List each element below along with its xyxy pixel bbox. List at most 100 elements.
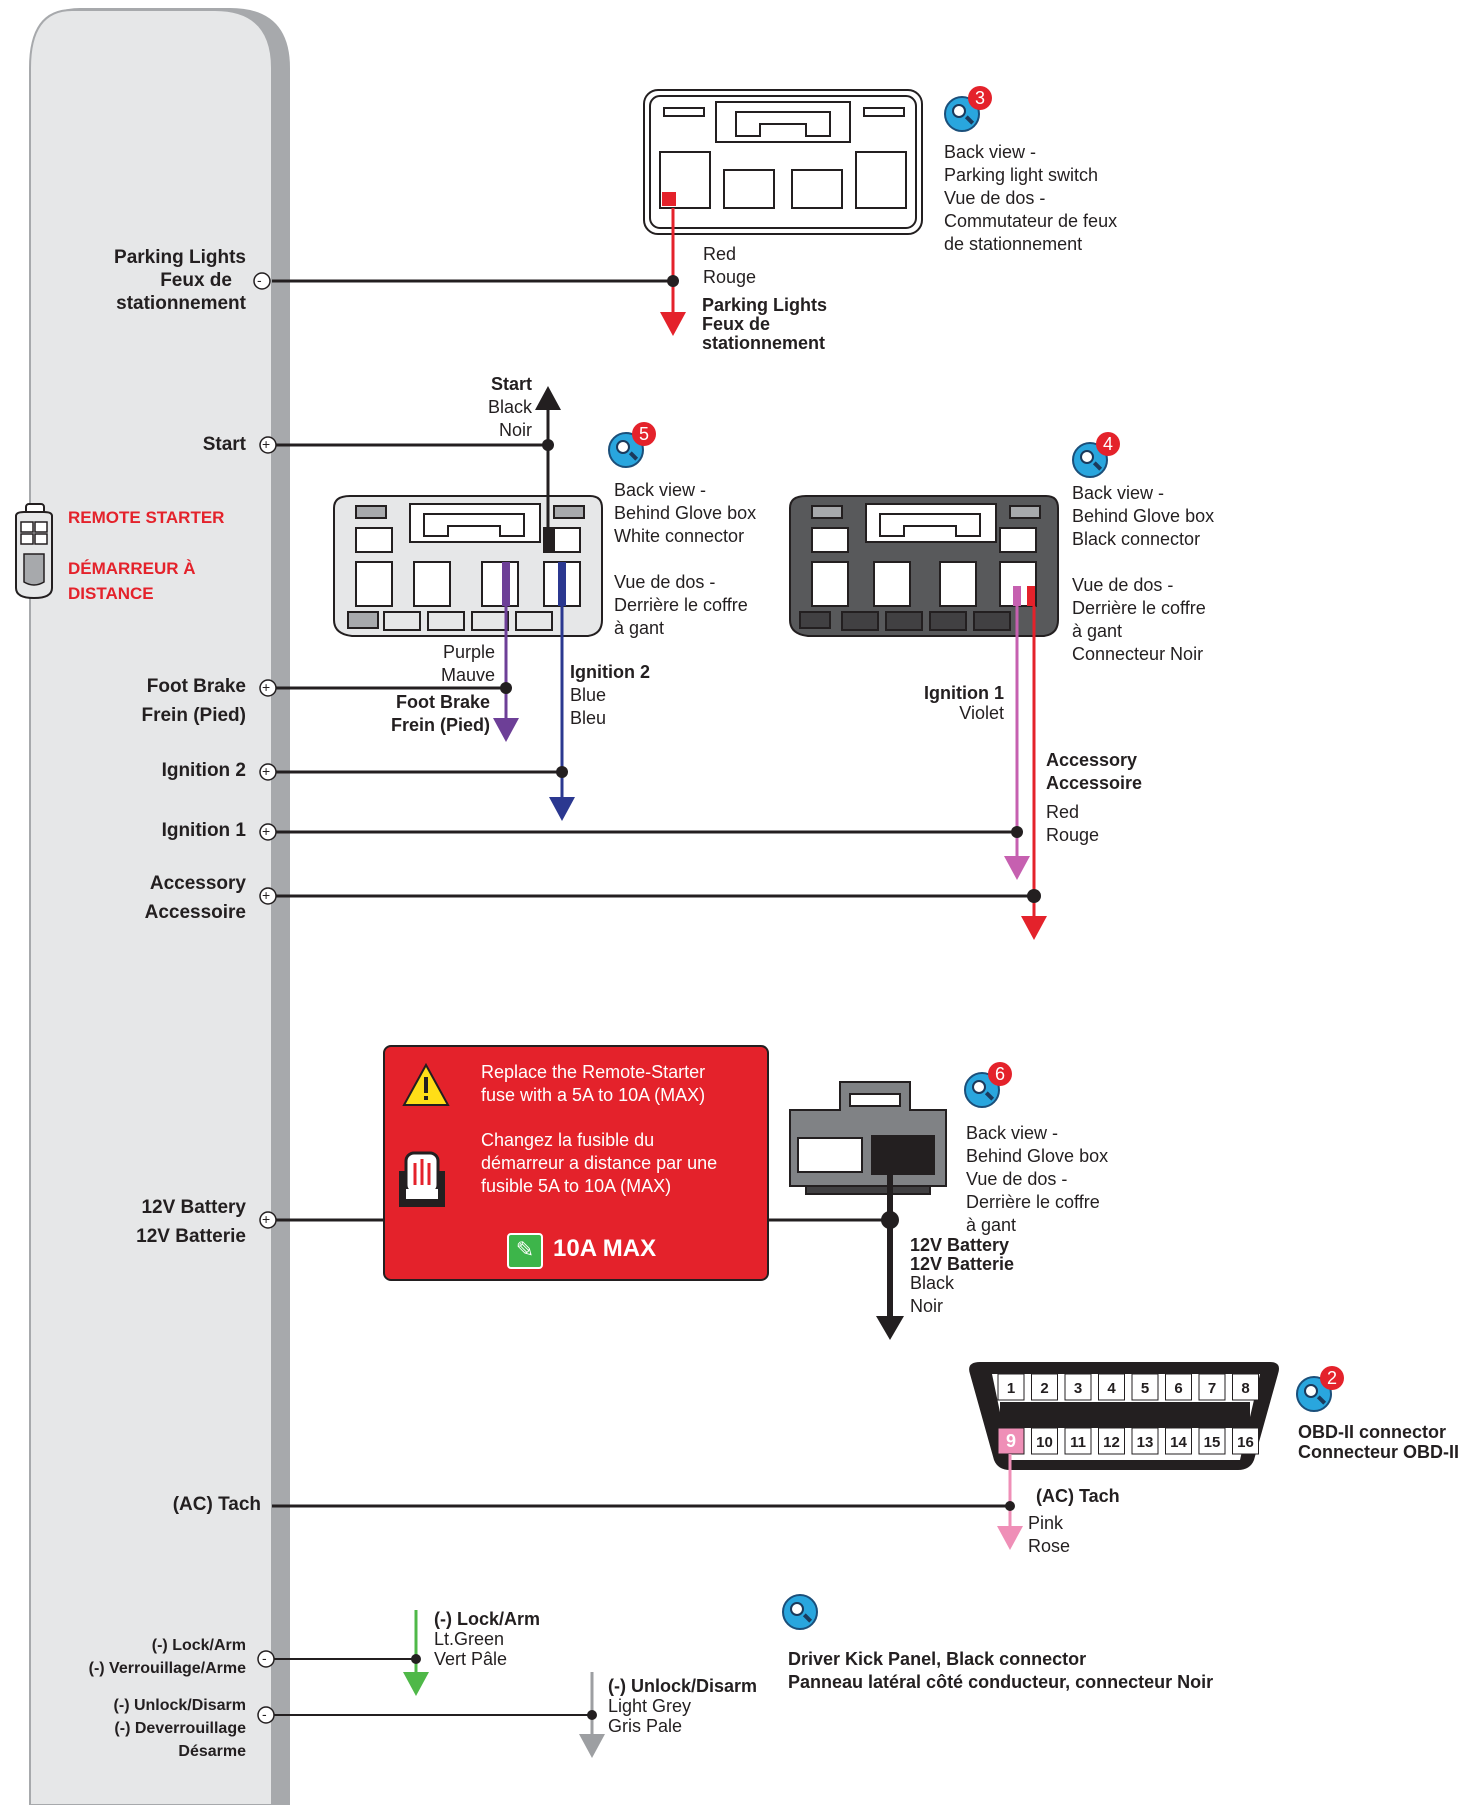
- parking-wire-color: Red Rouge: [703, 243, 756, 289]
- magnifier-badge-5[interactable]: 5: [608, 422, 656, 468]
- magnifier-icon: [1304, 1384, 1318, 1398]
- note-line: Back view -: [944, 142, 1037, 162]
- note-line: Back view -: [1072, 483, 1165, 503]
- fuse-max-label: 10A MAX: [553, 1235, 657, 1262]
- wire-color-line: Bleu: [570, 708, 607, 728]
- magnifier-icon: [952, 104, 966, 118]
- note-line: à gant: [966, 1215, 1017, 1235]
- wire-color-line: Red: [1046, 802, 1080, 822]
- note-line: Vue de dos -: [614, 572, 716, 592]
- note-line: Panneau latéral côté conducteur, connect…: [788, 1672, 1214, 1692]
- magnifier-badge-4[interactable]: 4: [1072, 432, 1120, 478]
- badge-number: 3: [968, 86, 992, 110]
- obd-pin: [1232, 1373, 1259, 1401]
- parking-connector-note: Back view - Parking light switch Vue de …: [944, 141, 1117, 256]
- accessory-terminal-sign: +: [262, 887, 271, 903]
- badge-number: 2: [1320, 1366, 1344, 1390]
- side-label-parking-lights: Parking Lights Feux de stationnement: [114, 246, 246, 315]
- side-label-tach: (AC) Tach: [172, 1494, 261, 1515]
- side-label-line: (-) Verrouillage/Arme: [88, 1660, 246, 1677]
- obd-pin-label: 3: [1074, 1380, 1082, 1397]
- lock-terminal-sign: -: [262, 1650, 267, 1666]
- wrench-icon: ✎: [507, 1233, 543, 1269]
- ignition1-wire-label: Ignition 1 Violet: [924, 683, 1004, 723]
- obd-pin-label: 7: [1208, 1380, 1216, 1397]
- badge-number: 5: [632, 422, 656, 446]
- obd-pin-label: 6: [1174, 1380, 1182, 1397]
- foot-brake-wire-color: Purple Mauve: [441, 641, 495, 687]
- remote-starter-panel: [29, 8, 290, 1805]
- terminals: [253, 272, 277, 1724]
- obd-pin-label: 11: [1070, 1434, 1086, 1451]
- side-label-line: DISTANCE: [68, 584, 154, 603]
- obd-pin-label: 14: [1170, 1434, 1187, 1451]
- wire-function-line: 12V Batterie: [910, 1254, 1015, 1274]
- side-label-line: 12V Battery: [141, 1197, 246, 1218]
- side-label-line: Accessory: [149, 873, 246, 894]
- wire-color-line: Pink: [1028, 1513, 1064, 1533]
- unlock-terminal-sign: -: [262, 1706, 267, 1722]
- note-line: Parking light switch: [944, 165, 1099, 185]
- fuse-warning-box: Replace the Remote-Starter fuse with a 5…: [383, 1045, 769, 1281]
- side-label-accessory: Accessory Accessoire: [145, 869, 246, 927]
- start-wire-label: Start Black Noir: [488, 373, 532, 442]
- obd-pin-label: 16: [1237, 1434, 1254, 1451]
- obd-pin-label: 9: [1006, 1431, 1016, 1451]
- obd-pin-label: 15: [1204, 1434, 1221, 1451]
- magnifier-badge-kick[interactable]: [782, 1594, 818, 1630]
- battery-connector-note: Back view - Behind Glove box Vue de dos …: [966, 1122, 1108, 1237]
- side-label-line: (-) Lock/Arm: [151, 1637, 246, 1654]
- note-line: Derrière le coffre: [614, 595, 748, 615]
- wire-function-line: (-) Lock/Arm: [434, 1609, 541, 1629]
- note-line: Back view -: [614, 480, 707, 500]
- note-line: OBD-II connector: [1298, 1422, 1447, 1442]
- side-label-line: (-) Unlock/Disarm: [113, 1697, 246, 1714]
- side-label-line: Accessoire: [144, 902, 246, 923]
- wire-function-line: Frein (Pied): [390, 715, 490, 735]
- obd-pin: [1064, 1427, 1092, 1455]
- note-line: Derrière le coffre: [1072, 598, 1206, 618]
- obd-pin: [1131, 1427, 1159, 1455]
- wire-function-line: (-) Unlock/Disarm: [608, 1676, 758, 1696]
- warning-line: Changez la fusible du: [481, 1130, 655, 1150]
- foot-brake-wire-function: Foot Brake Frein (Pied): [391, 691, 490, 737]
- side-label-line: Foot Brake: [146, 676, 246, 697]
- wire-function-line: Parking Lights: [702, 295, 828, 315]
- side-label-line: DÉMARREUR À: [68, 559, 196, 578]
- note-line: Behind Glove box: [966, 1146, 1109, 1166]
- side-label-line: Désarme: [178, 1743, 246, 1760]
- magnifier-icon: [616, 440, 630, 454]
- wire-function-line: stationnement: [702, 333, 826, 353]
- note-line: Driver Kick Panel, Black connector: [788, 1649, 1087, 1669]
- obd-pin-label: 5: [1141, 1380, 1149, 1397]
- note-line: Commutateur de feux: [944, 211, 1118, 231]
- wire-function-line: Accessoire: [1046, 773, 1143, 793]
- side-label-ignition2: Ignition 2: [161, 760, 246, 781]
- fuse-warning-en: Replace the Remote-Starter fuse with a 5…: [481, 1061, 705, 1107]
- magnifier-badge-6[interactable]: 6: [964, 1062, 1012, 1108]
- wire-function-line: Start: [490, 374, 532, 394]
- wire-color-line: Black: [910, 1273, 955, 1293]
- warning-line: démarreur a distance par une: [481, 1153, 718, 1173]
- note-line: Vue de dos -: [944, 188, 1046, 208]
- wire-color-line: Blue: [570, 685, 607, 705]
- side-label-line: Frein (Pied): [141, 705, 246, 726]
- obd-pin: [1198, 1427, 1226, 1455]
- magnifier-badge-3[interactable]: 3: [944, 86, 992, 132]
- wire-color-line: Noir: [910, 1296, 944, 1316]
- magnifier-handle: [984, 1091, 995, 1101]
- obd-pin-label: 2: [1040, 1380, 1048, 1397]
- magnifier-badge-2[interactable]: 2: [1296, 1366, 1344, 1412]
- obd-pin-label: 1: [1007, 1380, 1015, 1397]
- wire-function-line: Foot Brake: [395, 692, 490, 712]
- kick-panel-note: Driver Kick Panel, Black connector Panne…: [788, 1648, 1213, 1694]
- wire-color-line: Vert Pâle: [434, 1649, 508, 1669]
- wires: [272, 208, 1047, 1758]
- wire-color-line: Rose: [1028, 1536, 1071, 1556]
- note-line: Back view -: [966, 1123, 1059, 1143]
- wire-color-line: Rouge: [1046, 825, 1100, 845]
- magnifier-icon: [1080, 450, 1094, 464]
- note-line: White connector: [614, 526, 745, 546]
- note-line: [614, 548, 756, 571]
- note-line: [1072, 551, 1214, 574]
